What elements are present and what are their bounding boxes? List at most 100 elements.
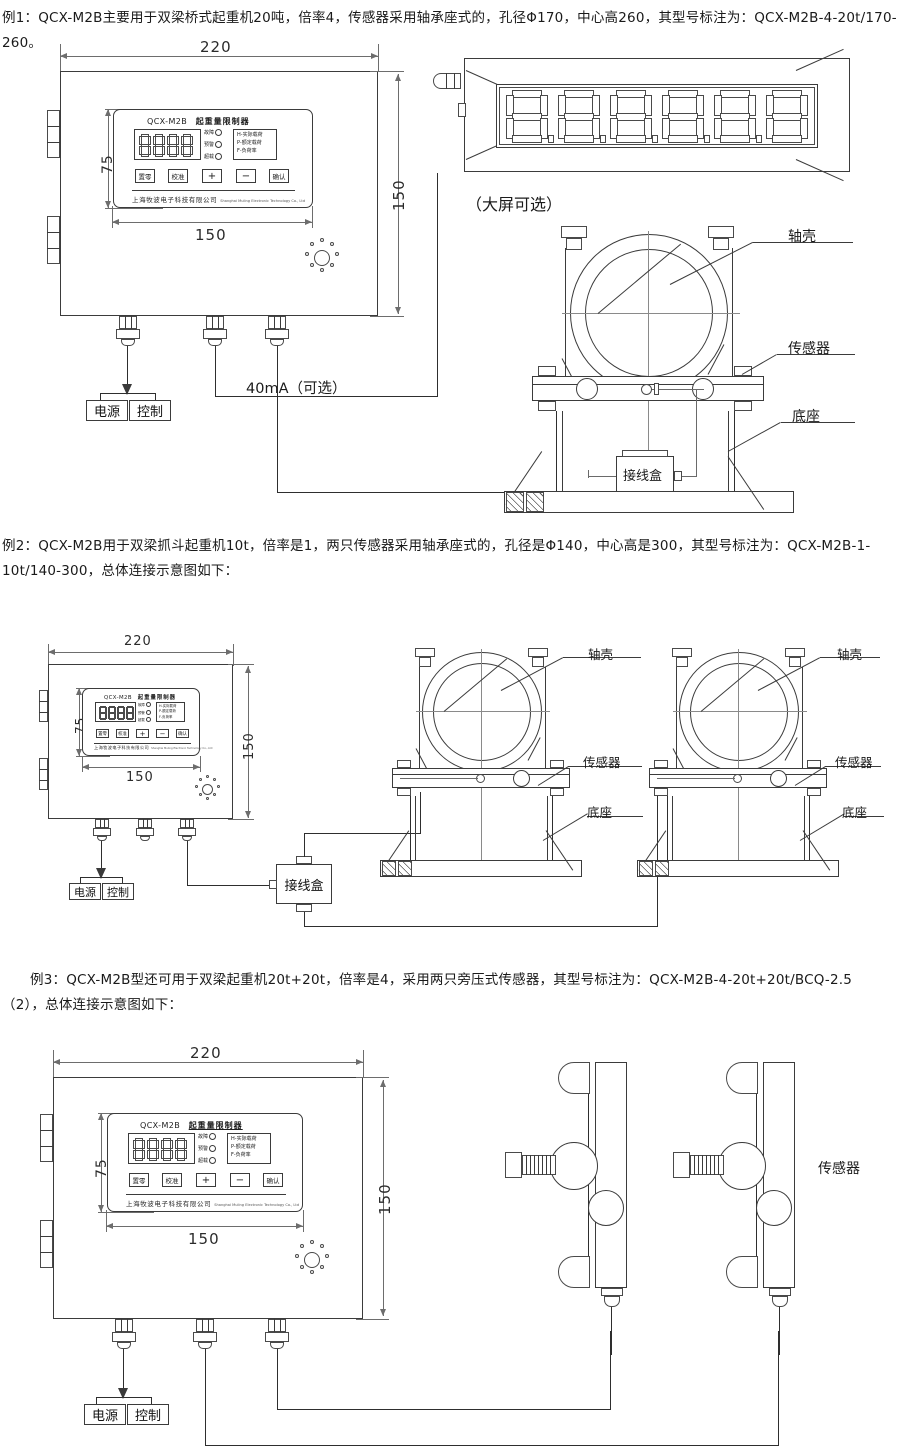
- seven-segment-digit: [175, 1138, 187, 1161]
- dim150w-ext-l: [112, 206, 113, 228]
- gland-top: [95, 819, 109, 828]
- power-branch: [80, 877, 122, 879]
- sensor-wire-b-up: [610, 1331, 612, 1410]
- power-branch-l: [80, 877, 82, 884]
- indicator-overload: 超载: [204, 153, 230, 160]
- ear-divider: [39, 780, 48, 781]
- junction-box-wire-right: [674, 476, 696, 478]
- pedestal-left-inner: [562, 411, 563, 491]
- plus-button[interactable]: +: [136, 729, 149, 738]
- plus-button[interactable]: +: [202, 169, 222, 183]
- legend-line: F-负荷率: [237, 147, 257, 154]
- buzzer-hole: [295, 1254, 299, 1258]
- dim3-150w-line: [106, 1226, 303, 1227]
- big-seven-segment-digit: [766, 90, 808, 143]
- gland-rib: [208, 1319, 209, 1332]
- indicator-label: 预警: [138, 710, 145, 715]
- digit-group: [139, 134, 193, 157]
- calibrate-button[interactable]: 校准: [162, 1173, 182, 1187]
- bearing-assembly-2a: 轴壳 传感器 底座: [380, 640, 650, 890]
- buzzer-hole: [300, 1244, 304, 1248]
- gland-tip: [182, 836, 192, 841]
- confirm-button[interactable]: 确认: [176, 729, 189, 738]
- gland-body: [136, 828, 154, 836]
- thread-rib: [542, 1155, 543, 1175]
- base-plate: [504, 491, 794, 513]
- dim-arrow-down: [395, 307, 401, 314]
- zero-button[interactable]: 置零: [135, 169, 155, 183]
- housing-label: 轴壳: [788, 229, 816, 245]
- thread-rib: [698, 1155, 699, 1175]
- plate-bolt: [538, 401, 556, 411]
- leader-sensor-horiz: [568, 766, 642, 767]
- jb-wire-h: [187, 885, 269, 887]
- confirm-button[interactable]: 确认: [269, 169, 289, 183]
- zero-button[interactable]: 置零: [96, 729, 109, 738]
- pressure-sensor-1: [500, 1062, 660, 1355]
- minus-button[interactable]: −: [230, 1173, 250, 1187]
- seven-segment-digit: [133, 1138, 145, 1161]
- ear-divider-4: [47, 248, 60, 249]
- plate-bolt: [807, 760, 821, 768]
- buzzer-hole: [320, 1244, 324, 1248]
- power-tag-label: 电源: [91, 1409, 118, 1424]
- gland-body: [193, 1332, 217, 1342]
- leader-sensor-horiz: [777, 354, 855, 355]
- zero-button[interactable]: 置零: [129, 1173, 149, 1187]
- sensor-cable-connector: [654, 383, 659, 395]
- base-plate: [637, 860, 839, 877]
- ear-divider: [39, 769, 48, 770]
- gland-body: [265, 329, 289, 339]
- clamp-bottom: [726, 1256, 758, 1288]
- minus-button[interactable]: −: [156, 729, 169, 738]
- gland-rib: [189, 819, 190, 828]
- power-branch-r: [151, 1397, 153, 1405]
- power-tag-label: 电源: [93, 405, 120, 420]
- title-text: 起重量限制器: [188, 1121, 243, 1130]
- dim3-arrow-d: [380, 1309, 386, 1316]
- control-tag: 控制: [127, 1404, 169, 1425]
- cable-gland: [93, 819, 111, 841]
- indicator-label: 超载: [204, 154, 215, 160]
- company-line: 上海牧波电子科技有限公司 Shanghai Muling Electronic …: [132, 194, 305, 204]
- sensor-label: 传感器: [835, 755, 873, 770]
- dim-75-line: [108, 109, 109, 208]
- legend-line: H-实际载荷: [159, 704, 177, 708]
- buzzer-icon: [300, 236, 344, 280]
- indicator-warning: 预警: [138, 709, 155, 715]
- gland-top: [196, 1319, 214, 1332]
- gland-body: [112, 1332, 136, 1342]
- legend-box: H-实际载荷 P-额定载荷 F-负荷率: [233, 129, 277, 160]
- company-name-en: Shanghai Muling Electronic Technology Co…: [220, 199, 306, 203]
- centerline-h: [416, 711, 550, 712]
- dim2-arrow-r: [226, 649, 233, 655]
- minus-button[interactable]: −: [236, 169, 256, 183]
- analog-wire-h: [215, 396, 437, 398]
- dim3-arrow-u: [380, 1080, 386, 1087]
- dim-arrow-right: [371, 53, 378, 59]
- dim2-150w-ext-r: [200, 756, 201, 772]
- big-seven-segment-digit: [558, 90, 600, 143]
- confirm-button[interactable]: 确认: [263, 1173, 283, 1187]
- gland-top: [206, 316, 224, 329]
- calibrate-button[interactable]: 校准: [168, 169, 188, 183]
- housing-label: 轴壳: [837, 647, 863, 662]
- gland-tip: [198, 1342, 212, 1349]
- buzzer-hole: [217, 785, 220, 788]
- gland-top: [115, 1319, 133, 1332]
- indicator-overload: 超载: [198, 1157, 224, 1164]
- ear-divider: [39, 701, 48, 702]
- plus-button[interactable]: +: [196, 1173, 216, 1187]
- calibrate-button[interactable]: 校准: [116, 729, 129, 738]
- button-label: 校准: [118, 731, 127, 737]
- base-label: 底座: [587, 805, 613, 820]
- sensor-to-plate-wire: [696, 389, 698, 477]
- jb-wire-bottom: [304, 912, 306, 926]
- gland-rib: [143, 819, 144, 828]
- base-hatch: [382, 861, 396, 876]
- leader-housing-horiz: [563, 657, 641, 658]
- gland-tip: [270, 1342, 284, 1349]
- seven-segment-digit: [139, 134, 151, 157]
- seven-segment-digit: [117, 706, 125, 720]
- indicator-warning: 预警: [198, 1145, 224, 1152]
